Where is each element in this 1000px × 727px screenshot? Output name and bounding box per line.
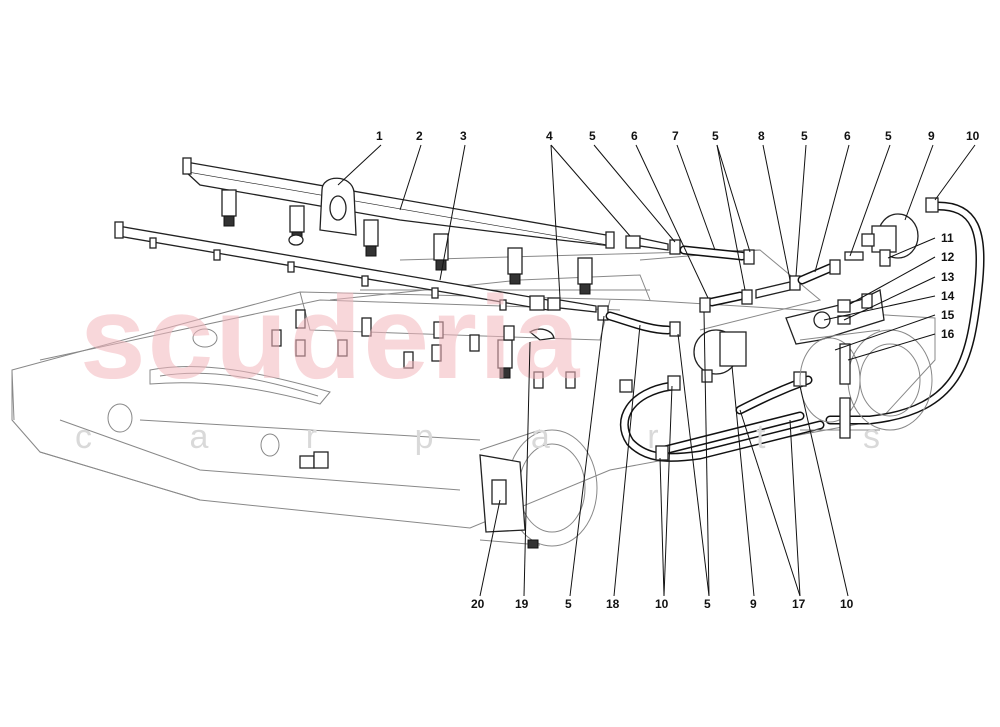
callout-2: 2 [416, 129, 423, 143]
manifold-studs [271, 309, 633, 393]
callout-10: 10 [840, 597, 854, 611]
callout-9: 9 [750, 597, 757, 611]
callout-16: 16 [941, 327, 955, 341]
callout-19: 19 [515, 597, 529, 611]
upper-injectors [221, 189, 593, 295]
callout-5: 5 [589, 129, 596, 143]
callout-1: 1 [376, 129, 383, 143]
callout-10: 10 [966, 129, 980, 143]
callout-11: 11 [941, 231, 954, 245]
callout-18: 18 [606, 597, 620, 611]
callout-12: 12 [941, 250, 955, 264]
fuel-rail-bracket [319, 177, 357, 236]
callout-20: 20 [471, 597, 485, 611]
callout-10: 10 [655, 597, 669, 611]
callout-13: 13 [941, 270, 955, 284]
vacuum-hoses [619, 197, 985, 462]
callout-5: 5 [704, 597, 711, 611]
callout-4: 4 [546, 129, 553, 143]
upper-fuel-rail [182, 157, 615, 249]
leader-lines [337, 144, 976, 597]
callout-8: 8 [758, 129, 765, 143]
callout-15: 15 [941, 308, 955, 322]
callout-5: 5 [565, 597, 572, 611]
callout-5: 5 [885, 129, 892, 143]
callout-3: 3 [460, 129, 467, 143]
callout-6: 6 [844, 129, 851, 143]
throttle-body-left [479, 429, 598, 549]
callout-9: 9 [928, 129, 935, 143]
callout-5: 5 [712, 129, 719, 143]
callout-5: 5 [801, 129, 808, 143]
callout-6: 6 [631, 129, 638, 143]
watermark: scuderia c a r p a r t s [75, 272, 924, 456]
callout-14: 14 [941, 289, 955, 303]
sensor-connector [299, 451, 329, 469]
callout-7: 7 [672, 129, 679, 143]
throttle-body-right [799, 329, 933, 439]
loose-injector [497, 325, 555, 379]
watermark-tagline: c a r p a r t s [75, 418, 924, 456]
upper-pressure-regulator [861, 213, 919, 267]
callout-numbers: 1 2 3 4 5 6 7 5 8 5 6 5 9 10 11 12 13 14… [376, 129, 980, 611]
lower-pressure-regulator [693, 329, 747, 383]
watermark-brand: scuderia [80, 272, 581, 404]
lower-fuel-rail [114, 221, 549, 311]
callout-17: 17 [792, 597, 806, 611]
